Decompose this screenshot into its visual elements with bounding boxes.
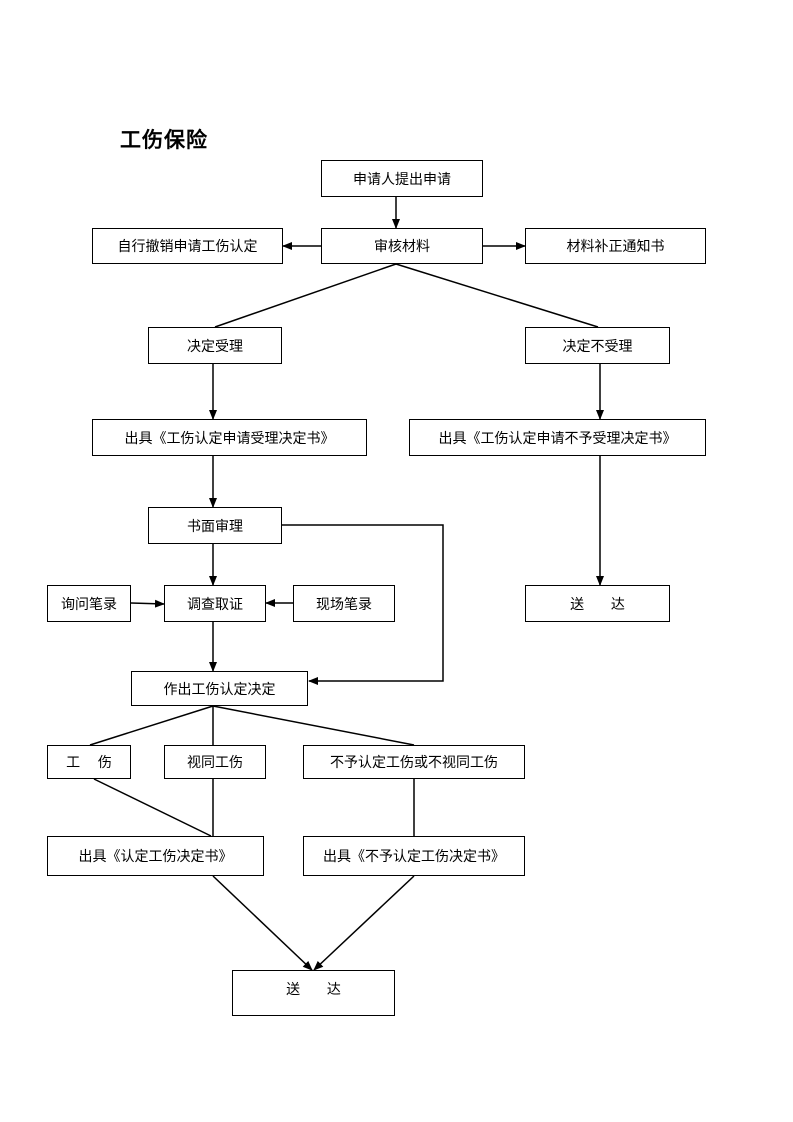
arrow-inquiry-investigate	[130, 599, 165, 608]
page-title: 工伤保险	[120, 128, 208, 152]
node-withdraw: 自行撤销申请工伤认定	[92, 228, 283, 264]
node-review: 审核材料	[321, 228, 483, 264]
line-decision-injury	[89, 705, 214, 746]
line-injury-notice	[93, 778, 212, 837]
node-accept-notice: 出具《工伤认定申请受理决定书》	[92, 419, 367, 456]
arrow-injury-notice-deliver	[212, 875, 313, 971]
node-deliver-right: 送 达	[525, 585, 670, 622]
node-apply: 申请人提出申请	[321, 160, 483, 197]
line-review-accept	[214, 263, 397, 328]
node-injury: 工 伤	[47, 745, 131, 779]
node-accept: 决定受理	[148, 327, 282, 364]
node-deliver-final: 送 达	[232, 970, 395, 1016]
node-decision: 作出工伤认定决定	[131, 671, 308, 706]
arrow-not-injury-notice-deliver	[313, 875, 415, 971]
arrow-written-review-decision	[282, 524, 444, 685]
node-site-record: 现场笔录	[293, 585, 395, 622]
node-not-injury: 不予认定工伤或不视同工伤	[303, 745, 525, 779]
node-investigate: 调查取证	[164, 585, 266, 622]
node-supplement: 材料补正通知书	[525, 228, 706, 264]
node-injury-notice: 出具《认定工伤决定书》	[47, 836, 264, 876]
line-review-reject	[395, 263, 599, 328]
node-reject: 决定不受理	[525, 327, 670, 364]
node-inquiry: 询问笔录	[47, 585, 131, 622]
node-reject-notice: 出具《工伤认定申请不予受理决定书》	[409, 419, 706, 456]
node-deemed-injury: 视同工伤	[164, 745, 266, 779]
node-not-injury-notice: 出具《不予认定工伤决定书》	[303, 836, 525, 876]
line-decision-not-injury	[212, 705, 415, 746]
node-written-review: 书面审理	[148, 507, 282, 544]
